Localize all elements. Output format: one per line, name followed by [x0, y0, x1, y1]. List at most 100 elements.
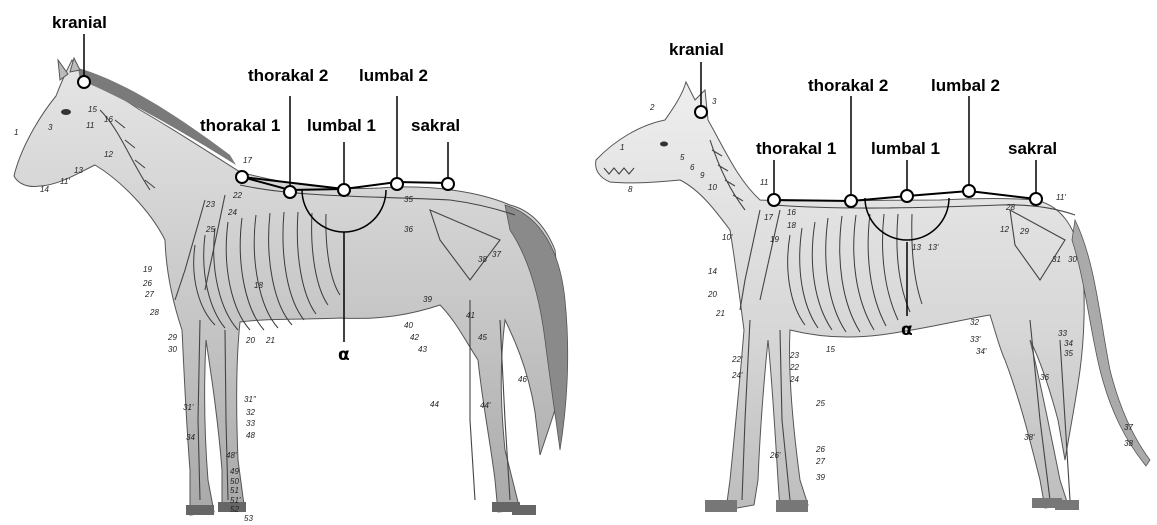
- horse-sakral-marker: [442, 178, 454, 190]
- svg-text:53: 53: [244, 514, 253, 523]
- svg-text:16: 16: [787, 208, 796, 217]
- svg-text:46: 46: [518, 375, 527, 384]
- svg-text:15: 15: [826, 345, 835, 354]
- horse-kranial-marker: [78, 76, 90, 88]
- dog-lumbal1-marker: [901, 190, 913, 202]
- svg-text:26: 26: [142, 279, 152, 288]
- svg-text:31'': 31'': [244, 395, 256, 404]
- svg-text:39: 39: [816, 473, 825, 482]
- svg-text:37: 37: [492, 250, 501, 259]
- svg-text:51': 51': [230, 496, 241, 505]
- svg-text:10: 10: [708, 183, 717, 192]
- dog-lumbal2-marker: [963, 185, 975, 197]
- svg-text:24': 24': [731, 371, 743, 380]
- svg-text:42: 42: [410, 333, 419, 342]
- horse-eye: [61, 109, 71, 115]
- svg-text:31': 31': [183, 403, 194, 412]
- svg-text:26: 26: [815, 445, 825, 454]
- svg-text:19: 19: [143, 265, 152, 274]
- horse-lumbal1-marker: [338, 184, 350, 196]
- svg-text:20: 20: [707, 290, 717, 299]
- horse-thorakal2-marker: [284, 186, 296, 198]
- svg-text:1: 1: [14, 128, 18, 137]
- svg-text:23: 23: [789, 351, 799, 360]
- svg-text:44': 44': [480, 401, 491, 410]
- svg-text:37: 37: [1124, 423, 1133, 432]
- svg-text:44: 44: [430, 400, 439, 409]
- svg-text:11: 11: [86, 121, 94, 130]
- svg-text:2: 2: [649, 103, 655, 112]
- svg-text:35: 35: [1064, 349, 1073, 358]
- svg-text:8: 8: [628, 185, 633, 194]
- svg-text:38': 38': [1024, 433, 1035, 442]
- svg-text:3: 3: [712, 97, 717, 106]
- svg-text:39: 39: [423, 295, 432, 304]
- svg-text:13: 13: [74, 166, 83, 175]
- svg-text:41: 41: [466, 311, 475, 320]
- svg-text:36: 36: [404, 225, 413, 234]
- dog-kranial-marker: [695, 106, 707, 118]
- svg-text:25: 25: [205, 225, 215, 234]
- svg-text:30: 30: [168, 345, 177, 354]
- svg-text:18: 18: [787, 221, 796, 230]
- svg-text:33': 33': [970, 335, 981, 344]
- svg-text:49: 49: [230, 467, 239, 476]
- horse-body: [14, 60, 559, 515]
- horse-label-lumbal2: lumbal 2: [359, 66, 428, 85]
- horse-label-thorakal1: thorakal 1: [200, 116, 280, 135]
- svg-text:34: 34: [186, 433, 195, 442]
- svg-text:3: 3: [48, 123, 53, 132]
- svg-text:30: 30: [1068, 255, 1077, 264]
- dog-thorakal1-marker: [768, 194, 780, 206]
- svg-text:21: 21: [265, 336, 275, 345]
- horse-illustration: [14, 58, 568, 515]
- svg-text:32: 32: [970, 318, 979, 327]
- horse-lumbal2-marker: [391, 178, 403, 190]
- svg-text:35: 35: [404, 195, 413, 204]
- dog-label-alpha: α: [901, 320, 913, 340]
- svg-text:11: 11: [760, 178, 768, 187]
- svg-text:5: 5: [680, 153, 685, 162]
- dog-label-thorakal1: thorakal 1: [756, 139, 836, 158]
- svg-text:22: 22: [232, 191, 242, 200]
- svg-text:13: 13: [912, 243, 921, 252]
- horse-label-alpha: α: [338, 345, 350, 365]
- svg-text:10': 10': [722, 233, 733, 242]
- svg-text:14: 14: [708, 267, 717, 276]
- svg-text:31: 31: [1052, 255, 1061, 264]
- svg-text:18: 18: [254, 281, 263, 290]
- horse-label-sakral: sakral: [411, 116, 460, 135]
- horse-label-lumbal1: lumbal 1: [307, 116, 376, 135]
- svg-text:52: 52: [230, 505, 239, 514]
- svg-text:9: 9: [700, 171, 705, 180]
- svg-text:29: 29: [1019, 227, 1029, 236]
- svg-text:15: 15: [88, 105, 97, 114]
- svg-text:12: 12: [1000, 225, 1009, 234]
- svg-text:33: 33: [1058, 329, 1067, 338]
- svg-text:22': 22': [731, 355, 743, 364]
- svg-text:25: 25: [815, 399, 825, 408]
- svg-text:38: 38: [478, 255, 487, 264]
- svg-text:21: 21: [715, 309, 725, 318]
- svg-text:48': 48': [226, 451, 237, 460]
- svg-text:50: 50: [230, 477, 239, 486]
- dog-label-sakral: sakral: [1008, 139, 1057, 158]
- svg-text:26': 26': [769, 451, 781, 460]
- dog-label-lumbal2: lumbal 2: [931, 76, 1000, 95]
- dog-label-lumbal1: lumbal 1: [871, 139, 940, 158]
- dog-paws: [705, 498, 1079, 512]
- svg-text:29: 29: [167, 333, 177, 342]
- dog-thorakal2-marker: [845, 195, 857, 207]
- svg-text:1: 1: [620, 143, 624, 152]
- svg-text:20: 20: [245, 336, 255, 345]
- svg-text:43: 43: [418, 345, 427, 354]
- svg-text:45: 45: [478, 333, 487, 342]
- svg-text:34: 34: [1064, 339, 1073, 348]
- svg-text:24: 24: [789, 375, 799, 384]
- svg-text:27: 27: [815, 457, 825, 466]
- svg-text:16: 16: [104, 115, 113, 124]
- svg-text:27: 27: [144, 290, 154, 299]
- svg-text:36: 36: [1040, 373, 1049, 382]
- dog-label-thorakal2: thorakal 2: [808, 76, 888, 95]
